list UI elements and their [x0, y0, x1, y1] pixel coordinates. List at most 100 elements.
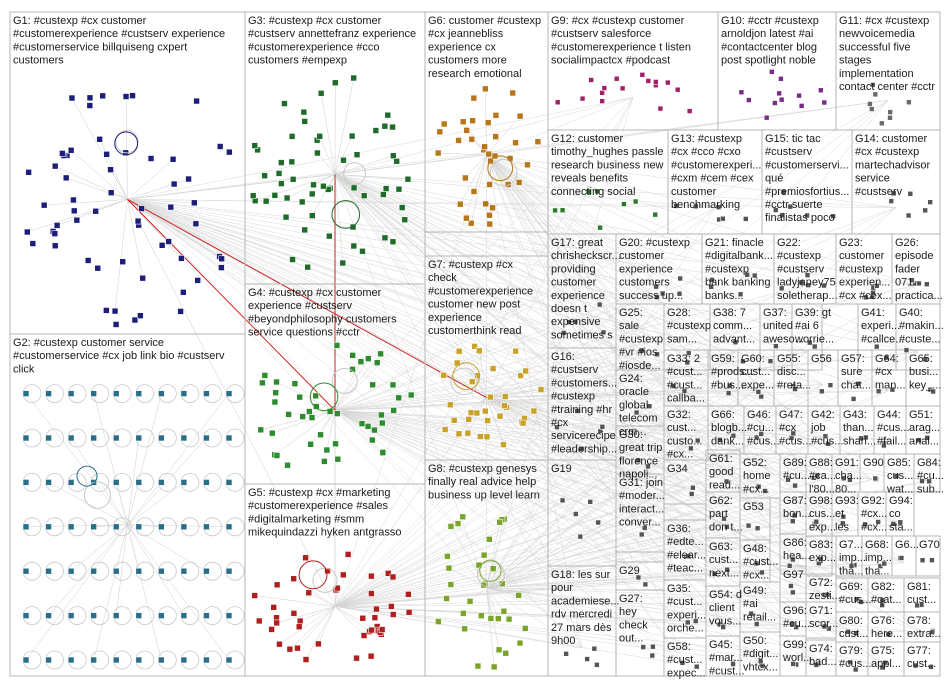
group-label-g70: G70	[919, 539, 940, 551]
group-label-g8: G8: #custexp genesysfinally real advice …	[428, 463, 540, 501]
graph-node	[100, 93, 106, 99]
graph-node	[139, 206, 145, 212]
graph-node	[929, 558, 934, 563]
graph-node	[252, 143, 258, 149]
graph-node	[46, 391, 52, 397]
graph-node	[340, 260, 346, 266]
graph-node	[113, 657, 119, 663]
graph-node	[113, 524, 119, 530]
graph-node	[178, 255, 184, 261]
graph-node	[675, 87, 680, 92]
graph-node	[23, 524, 29, 530]
group-label-g76: G7...imp...tha...	[839, 539, 866, 577]
graph-node	[653, 79, 658, 84]
graph-node	[68, 391, 74, 397]
graph-node	[284, 195, 290, 201]
graph-node	[274, 379, 280, 385]
graph-node	[471, 95, 477, 101]
graph-node	[93, 208, 99, 214]
group-label-g74: G74:bad...	[809, 643, 837, 668]
group-label-g97: G97	[783, 569, 804, 581]
graph-node	[113, 479, 119, 485]
graph-node	[467, 598, 473, 604]
group-label-g56: G56	[811, 353, 832, 365]
graph-node	[52, 163, 58, 169]
group-label-g9: G9: #cx #custexp customer#custserv sales…	[551, 15, 691, 67]
graph-node	[120, 259, 126, 265]
graph-node	[510, 90, 516, 96]
graph-node	[746, 98, 751, 103]
graph-node	[112, 308, 118, 314]
graph-node	[46, 479, 52, 485]
graph-node	[203, 613, 209, 619]
graph-node	[91, 657, 97, 663]
graph-node	[585, 657, 590, 662]
graph-node	[24, 229, 30, 235]
graph-node	[271, 604, 277, 610]
graph-node	[334, 342, 340, 348]
graph-node	[690, 485, 695, 490]
graph-node	[486, 151, 492, 157]
graph-node	[538, 387, 544, 393]
graph-node	[349, 133, 355, 139]
graph-node	[788, 583, 793, 588]
graph-node	[252, 593, 258, 599]
graph-node	[103, 307, 109, 313]
graph-node	[372, 615, 378, 621]
graph-node	[297, 618, 303, 624]
graph-node	[369, 627, 375, 633]
graph-node	[643, 582, 648, 587]
graph-node	[299, 199, 305, 205]
graph-node	[388, 603, 394, 609]
graph-node	[309, 213, 315, 219]
graph-node	[324, 447, 330, 453]
graph-node	[486, 212, 492, 218]
graph-node	[687, 109, 692, 114]
graph-node	[380, 191, 386, 197]
graph-node	[46, 657, 52, 663]
graph-node	[394, 158, 400, 164]
graph-node	[444, 596, 450, 602]
graph-node	[378, 412, 384, 418]
graph-node	[354, 152, 360, 158]
graph-node	[385, 112, 391, 118]
graph-node	[218, 265, 224, 271]
graph-node	[193, 221, 199, 227]
graph-node	[457, 201, 463, 207]
graph-node	[296, 624, 302, 630]
graph-node	[195, 277, 201, 283]
graph-node	[23, 435, 29, 441]
graph-node	[496, 647, 502, 653]
graph-node	[497, 519, 503, 525]
graph-node	[269, 626, 275, 632]
graph-node	[487, 221, 493, 227]
graph-node	[490, 366, 496, 372]
graph-node	[289, 133, 295, 139]
graph-node	[790, 590, 795, 595]
graph-node	[313, 393, 319, 399]
graph-node	[95, 265, 101, 271]
graph-node	[306, 590, 312, 596]
graph-node	[219, 256, 225, 262]
graph-node	[166, 239, 172, 245]
graph-node	[191, 200, 197, 206]
graph-node	[487, 181, 493, 187]
graph-node	[402, 217, 408, 223]
graph-node	[250, 193, 256, 199]
graph-node	[517, 113, 523, 119]
group-label-g67: G6...	[895, 539, 919, 551]
graph-node	[168, 204, 174, 210]
group-label-g92: G92:#cx...#cx...	[861, 495, 887, 533]
graph-node	[69, 95, 75, 101]
graph-node	[68, 568, 74, 574]
graph-node	[828, 383, 833, 388]
graph-node	[365, 356, 371, 362]
graph-node	[158, 613, 164, 619]
graph-node	[321, 458, 327, 464]
graph-node	[474, 410, 480, 416]
graph-node	[181, 657, 187, 663]
group-label-g98: G98:cus...exp...	[809, 495, 836, 533]
graph-node	[390, 382, 396, 388]
graph-node	[787, 563, 792, 568]
graph-node	[318, 432, 324, 438]
